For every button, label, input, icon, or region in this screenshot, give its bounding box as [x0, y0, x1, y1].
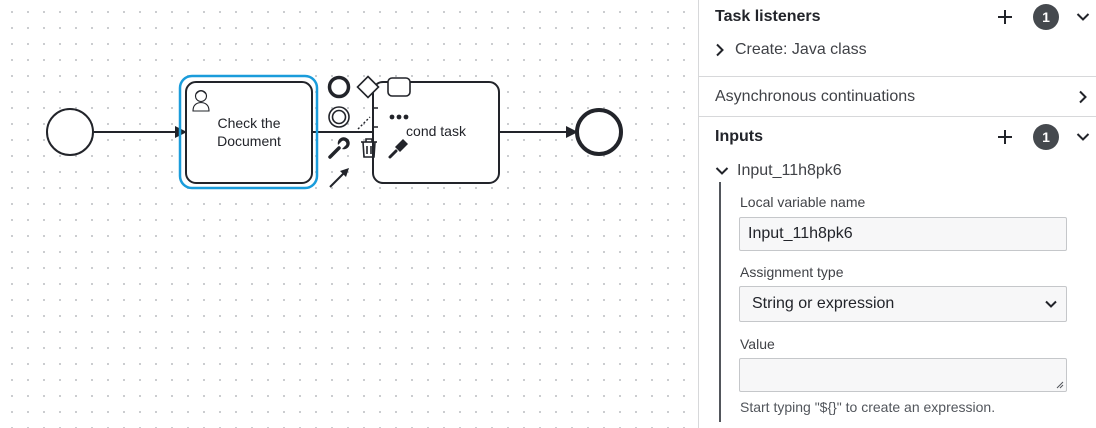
append-intermediate-event-icon[interactable] [327, 105, 353, 131]
append-task-icon[interactable] [386, 75, 412, 101]
group-header-inputs[interactable]: Inputs 1 [699, 120, 1096, 154]
group-title: Task listeners [715, 8, 821, 25]
chevron-down-icon [1076, 13, 1090, 21]
selection-outline [178, 74, 319, 190]
expand-toggle[interactable] [1073, 85, 1093, 109]
wrench-icon[interactable] [327, 136, 353, 162]
list-item-input[interactable]: Input_11h8pk6 [715, 159, 842, 183]
chevron-down-icon [715, 167, 729, 175]
count-badge: 1 [1033, 124, 1059, 150]
collapse-toggle[interactable] [1073, 5, 1093, 29]
task-second[interactable] [372, 81, 500, 184]
item-label: Input_11h8pk6 [737, 162, 842, 179]
assignment-type-label: Assignment type [740, 264, 844, 280]
local-variable-name-label: Local variable name [740, 194, 866, 210]
properties-panel: Task listeners 1 Create: Java class Asyn… [698, 0, 1096, 428]
group-title: Inputs [715, 128, 763, 145]
chevron-right-icon [716, 43, 724, 57]
bpmn-diagram[interactable]: Check the Document cond task [0, 0, 698, 428]
chevron-down-icon [1045, 300, 1057, 308]
item-label: Create: Java class [735, 41, 867, 58]
expression-hint: Start typing "${}" to create an expressi… [740, 399, 996, 415]
bpmn-canvas[interactable]: Check the Document cond task [0, 0, 698, 428]
group-title: Asynchronous continuations [715, 88, 916, 105]
group-header-async-continuations[interactable]: Asynchronous continuations [699, 80, 1096, 114]
user-task-icon [192, 89, 210, 112]
group-header-task-listeners[interactable]: Task listeners 1 [699, 0, 1096, 34]
list-item-task-listener[interactable]: Create: Java class [715, 38, 867, 62]
count-badge: 1 [1033, 4, 1059, 30]
append-end-event-icon[interactable] [327, 75, 353, 101]
task-label: cond task [406, 123, 467, 139]
connect-arrow-icon[interactable] [327, 164, 353, 190]
task-label: Check the [217, 115, 280, 131]
add-input-button[interactable] [993, 125, 1017, 149]
start-event[interactable] [46, 108, 94, 156]
user-task-check-document[interactable] [185, 81, 313, 184]
plus-icon [998, 130, 1012, 144]
color-picker-icon[interactable] [387, 136, 413, 162]
assignment-type-value: String or expression [752, 295, 895, 312]
plus-icon [998, 10, 1012, 24]
local-variable-name-input[interactable] [739, 217, 1067, 251]
more-icon[interactable] [386, 105, 412, 131]
value-label: Value [740, 336, 775, 352]
value-textarea[interactable] [739, 358, 1067, 392]
append-gateway-icon[interactable] [356, 75, 382, 101]
task-label: Document [217, 133, 281, 149]
entries-indent-bar [719, 182, 721, 422]
add-task-listener-button[interactable] [993, 5, 1017, 29]
divider [699, 76, 1096, 77]
collapse-toggle[interactable] [1073, 125, 1093, 149]
end-event[interactable] [575, 108, 623, 156]
trash-icon[interactable] [357, 136, 383, 162]
resize-handle-icon[interactable] [1054, 379, 1064, 389]
chevron-right-icon [1079, 90, 1087, 104]
divider [699, 116, 1096, 117]
assignment-type-select[interactable]: String or expression [739, 286, 1067, 322]
append-text-annotation-icon[interactable] [356, 105, 382, 131]
chevron-down-icon [1076, 133, 1090, 141]
